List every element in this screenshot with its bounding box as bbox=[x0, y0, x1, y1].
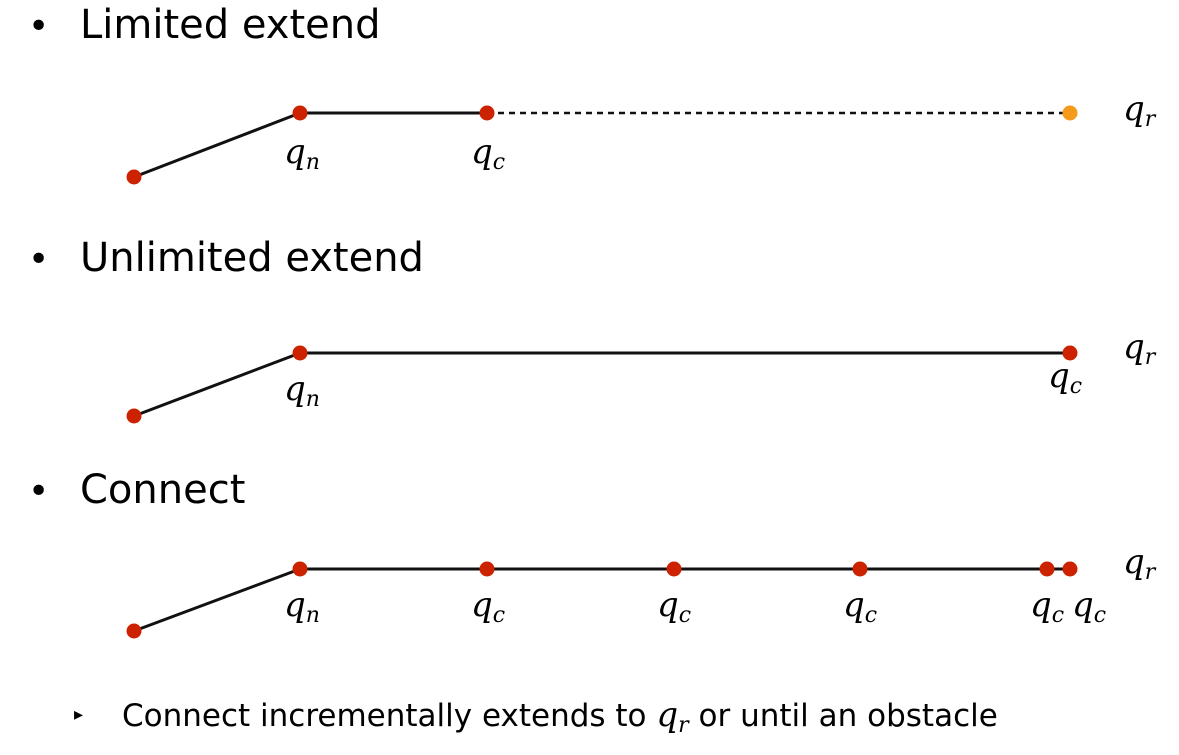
tree-edge bbox=[133, 351, 301, 418]
node-root bbox=[126, 623, 142, 639]
node-qc-3 bbox=[852, 561, 868, 577]
connect-note: Connect incrementally extends to qr or u… bbox=[122, 698, 998, 737]
label-qc: qc bbox=[471, 132, 505, 175]
node-qc-2 bbox=[666, 561, 682, 577]
label-qc-3: qc bbox=[843, 585, 877, 628]
diagram-connect: qn qc qc qc qc qc qr bbox=[126, 542, 1157, 639]
note-math-qr: qr bbox=[656, 695, 689, 738]
sub-bullet-marker: ▸ bbox=[74, 704, 84, 725]
node-root bbox=[126, 169, 142, 185]
label-qr: qr bbox=[1123, 327, 1157, 370]
node-qc bbox=[1062, 345, 1078, 361]
bullet-unlimited-extend: • bbox=[28, 239, 50, 280]
label-qc: qc bbox=[1048, 356, 1082, 399]
node-root bbox=[126, 408, 142, 424]
node-qn bbox=[292, 105, 308, 121]
label-qc-4: qc bbox=[1030, 585, 1064, 628]
heading-connect: Connect bbox=[80, 467, 246, 513]
note-prefix: Connect incrementally extends to bbox=[122, 698, 657, 734]
node-qc-5 bbox=[1062, 561, 1078, 577]
label-qn: qn bbox=[284, 132, 320, 175]
node-qn bbox=[292, 561, 308, 577]
diagram-limited-extend: qn qc qr bbox=[126, 89, 1157, 185]
label-qc-2: qc bbox=[657, 585, 691, 628]
label-qc-1: qc bbox=[471, 585, 505, 628]
node-qn bbox=[292, 345, 308, 361]
tree-edge bbox=[133, 567, 301, 633]
node-qc-1 bbox=[479, 561, 495, 577]
node-qc bbox=[479, 105, 495, 121]
heading-unlimited-extend: Unlimited extend bbox=[80, 235, 424, 281]
node-qr-target bbox=[1062, 105, 1078, 121]
diagram-unlimited-extend: qn qc qr bbox=[126, 327, 1157, 424]
node-qc-4 bbox=[1039, 561, 1055, 577]
label-qn: qn bbox=[284, 369, 320, 412]
tree-edge bbox=[133, 111, 301, 179]
bullet-connect: • bbox=[28, 471, 50, 512]
note-suffix: or until an obstacle bbox=[688, 698, 998, 734]
heading-limited-extend: Limited extend bbox=[80, 2, 381, 48]
bullet-limited-extend: • bbox=[28, 6, 50, 47]
label-qr: qr bbox=[1123, 542, 1157, 585]
label-qc-5: qc bbox=[1072, 585, 1106, 628]
label-qr: qr bbox=[1123, 89, 1157, 132]
label-qn: qn bbox=[284, 585, 320, 628]
